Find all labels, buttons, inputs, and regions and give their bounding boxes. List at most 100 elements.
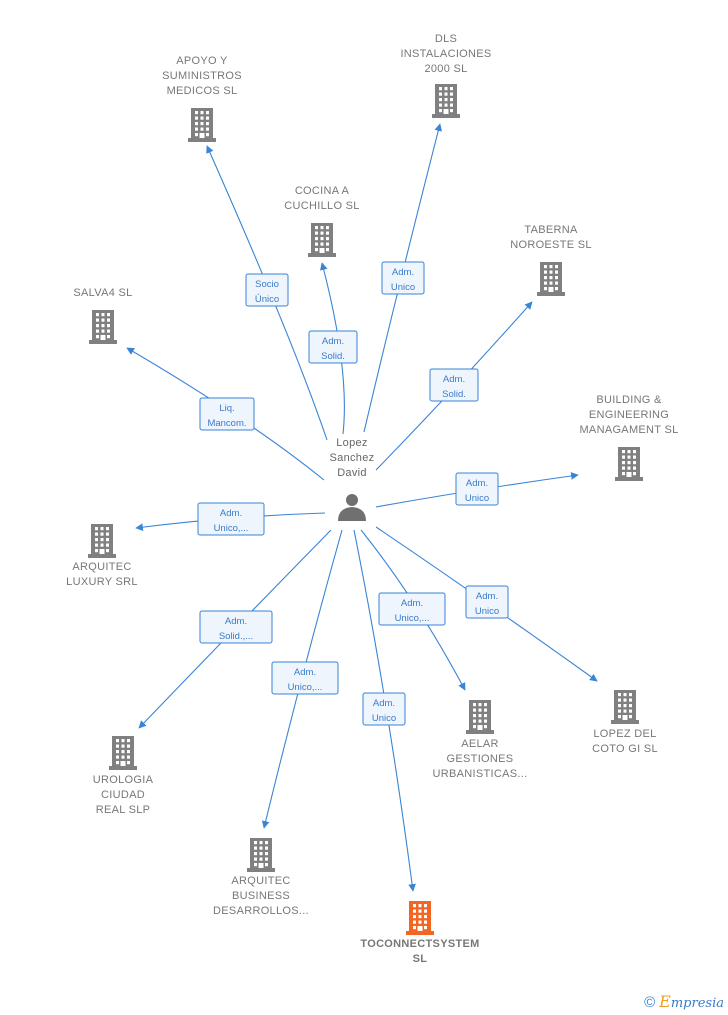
role-badge-aelar[interactable]: Adm.Unico,... bbox=[378, 592, 446, 626]
role-badge-urologia[interactable]: Adm. Solid.,... bbox=[199, 610, 273, 644]
building-icon bbox=[308, 223, 336, 257]
company-name-dls-line: 2000 SL bbox=[424, 63, 467, 75]
role-line: Solid. bbox=[321, 351, 345, 362]
brand-name: mpresia bbox=[670, 996, 724, 1011]
role-text: Liq. Mancom. bbox=[207, 403, 246, 429]
company-name-salva4: SALVA4 SL bbox=[73, 287, 132, 299]
role-line: Unico,... bbox=[288, 682, 323, 693]
role-line: Adm. bbox=[220, 508, 242, 519]
person-name-line: Lopez bbox=[336, 437, 367, 449]
company-name-urologia-line: REAL SLP bbox=[96, 804, 151, 816]
company-name-taberna-line: TABERNA bbox=[524, 224, 578, 236]
role-line: Mancom. bbox=[207, 418, 246, 429]
building-icon bbox=[406, 901, 434, 935]
company-name-arquitec-luxury-line: LUXURY SRL bbox=[66, 576, 138, 588]
role-badge-lopez-del-coto[interactable]: Adm. Unico bbox=[465, 585, 509, 619]
company-name-taberna-line: NOROESTE SL bbox=[510, 239, 592, 251]
company-name-arquitec-business-line: BUSINESS bbox=[232, 890, 290, 902]
edge-apoyo bbox=[206, 145, 328, 441]
company-name-arquitec-luxury-line: ARQUITEC bbox=[72, 561, 131, 573]
building-icon bbox=[615, 447, 643, 481]
role-line: Unico bbox=[372, 713, 396, 724]
role-badge-salva4[interactable]: Liq. Mancom. bbox=[199, 397, 255, 431]
company-name-cocina: COCINA A CUCHILLO SL bbox=[284, 185, 359, 212]
company-name-salva4-line: SALVA4 SL bbox=[73, 287, 132, 299]
role-text: Adm. Solid.,... bbox=[219, 616, 253, 642]
company-name-dls-line: INSTALACIONES bbox=[400, 48, 491, 60]
role-line: Liq. bbox=[219, 403, 234, 414]
company-name-apoyo-line: SUMINISTROS bbox=[162, 70, 242, 82]
role-text: Adm. Unico,... bbox=[288, 667, 323, 693]
role-text: Adm. Unico bbox=[465, 478, 489, 504]
role-badge-arquitec-business[interactable]: Adm. Unico,... bbox=[271, 661, 339, 695]
company-name-dls-line: DLS bbox=[435, 33, 457, 45]
copyright-symbol: © bbox=[644, 994, 656, 1011]
role-line: Unico bbox=[391, 282, 415, 293]
role-badge-arquitec-luxury[interactable]: Adm. Unico,... bbox=[197, 502, 265, 536]
role-line: Adm. bbox=[225, 616, 247, 627]
role-line: Adm. bbox=[476, 591, 498, 602]
role-line: Unico bbox=[465, 493, 489, 504]
company-name-apoyo: APOYO Y SUMINISTROS MEDICOS SL bbox=[162, 55, 242, 97]
company-name-toconnect-line: TOCONNECTSYSTEM bbox=[360, 938, 479, 950]
role-line: Adm. bbox=[466, 478, 488, 489]
role-line: Adm. bbox=[443, 374, 465, 385]
role-line: Adm. bbox=[401, 598, 423, 609]
company-name-building-line: MANAGAMENT SL bbox=[579, 424, 678, 436]
building-icon bbox=[89, 310, 117, 344]
company-name-arquitec-business-line: DESARROLLOS... bbox=[213, 905, 309, 917]
company-name-dls: DLS INSTALACIONES 2000 SL bbox=[400, 33, 491, 75]
company-name-building-line: BUILDING & bbox=[596, 394, 662, 406]
company-name-aelar-line: AELAR bbox=[461, 738, 499, 750]
brand-initial: E bbox=[659, 992, 671, 1011]
company-name-toconnect-line: SL bbox=[413, 953, 428, 965]
building-icon bbox=[188, 108, 216, 142]
building-icon bbox=[537, 262, 565, 296]
role-badge-dls[interactable]: Adm.Unico bbox=[381, 261, 425, 295]
company-name-apoyo-line: APOYO Y bbox=[176, 55, 228, 67]
role-text: Adm. Unico bbox=[475, 591, 499, 617]
company-name-urologia-line: CIUDAD bbox=[101, 789, 145, 801]
role-line: Adm. bbox=[294, 667, 316, 678]
company-name-urologia-line: UROLOGIA bbox=[93, 774, 154, 786]
role-badge-cocina[interactable]: Adm. Solid. bbox=[308, 330, 358, 364]
building-icon bbox=[432, 84, 460, 118]
company-name-cocina-line: COCINA A bbox=[295, 185, 350, 197]
role-line: Solid. bbox=[442, 389, 466, 400]
role-text: Adm.Unico bbox=[391, 267, 415, 293]
role-text: Adm.Unico,... bbox=[395, 598, 430, 624]
role-badge-toconnect[interactable]: Adm. Unico bbox=[362, 692, 406, 726]
company-name-arquitec-luxury: ARQUITEC LUXURY SRL bbox=[66, 561, 138, 588]
building-icon bbox=[611, 690, 639, 724]
role-line: Unico bbox=[475, 606, 499, 617]
role-line: Solid.,... bbox=[219, 631, 253, 642]
company-name-taberna: TABERNA NOROESTE SL bbox=[510, 224, 592, 251]
role-text: Adm. Unico,... bbox=[214, 508, 249, 534]
company-name-aelar-line: GESTIONES bbox=[447, 753, 514, 765]
company-name-toconnect: TOCONNECTSYSTEM SL bbox=[360, 938, 479, 965]
building-icon bbox=[247, 838, 275, 872]
role-badge-building[interactable]: Adm. Unico bbox=[455, 472, 499, 506]
role-line: Adm. bbox=[322, 336, 344, 347]
footer-brand: ©Empresia bbox=[644, 992, 724, 1011]
company-name-apoyo-line: MEDICOS SL bbox=[167, 85, 238, 97]
company-name-cocina-line: CUCHILLO SL bbox=[284, 200, 359, 212]
company-name-arquitec-business-line: ARQUITEC bbox=[231, 875, 290, 887]
company-name-building-line: ENGINEERING bbox=[589, 409, 669, 421]
role-text: Adm. Solid. bbox=[321, 336, 345, 362]
company-name-lopez-del-coto-line: COTO GI SL bbox=[592, 743, 658, 755]
building-icon bbox=[109, 736, 137, 770]
role-line: Unico,... bbox=[214, 523, 249, 534]
role-text: Adm. Solid. bbox=[442, 374, 466, 400]
company-name-aelar-line: URBANISTICAS... bbox=[433, 768, 528, 780]
person-name-line: David bbox=[337, 467, 367, 479]
role-line: Adm. bbox=[373, 698, 395, 709]
role-badge-taberna[interactable]: Adm. Solid. bbox=[429, 368, 479, 402]
role-line: Único bbox=[255, 294, 279, 305]
company-name-aelar: AELAR GESTIONES URBANISTICAS... bbox=[433, 738, 528, 780]
building-icon bbox=[88, 524, 116, 558]
